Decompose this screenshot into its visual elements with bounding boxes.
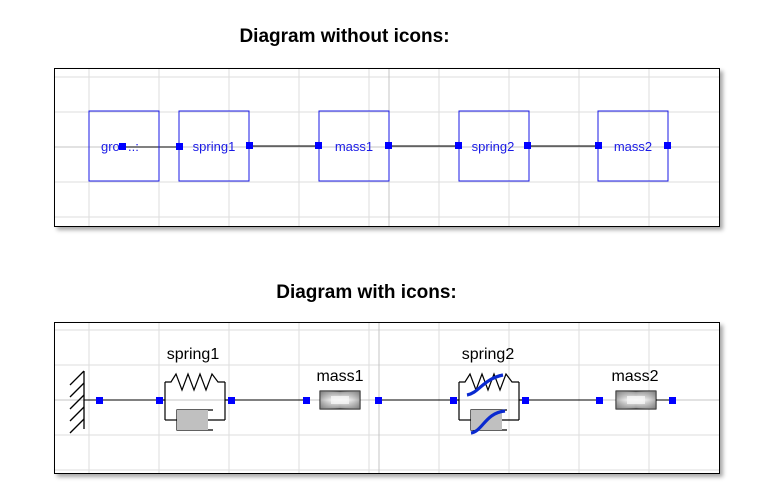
- spring1-port-a[interactable]: [176, 143, 183, 150]
- connector-ports: [96, 397, 676, 404]
- spring1-port-a[interactable]: [156, 397, 163, 404]
- grid: [55, 323, 719, 473]
- diagram-with-icons-canvas: spring1 mass1 spring2: [55, 323, 719, 473]
- spring1-damper-icon[interactable]: [159, 372, 231, 431]
- ground-label: gro: [101, 139, 120, 154]
- spring2-block[interactable]: spring2: [458, 110, 530, 182]
- ground-port[interactable]: [96, 397, 103, 404]
- mass2-port-b[interactable]: [669, 397, 676, 404]
- diagram-without-icons-panel: gro ..: spring1 mass1 spring2 mass2: [54, 68, 720, 227]
- connections: [122, 145, 598, 148]
- ground-port[interactable]: [119, 143, 126, 150]
- mass2-block[interactable]: mass2: [597, 110, 669, 182]
- connector-ports: [119, 142, 671, 150]
- spring2-label: spring2: [472, 139, 515, 154]
- spring2-port-b[interactable]: [522, 397, 529, 404]
- spring2-damper-icon[interactable]: [453, 372, 525, 435]
- spring1-label: spring1: [193, 139, 236, 154]
- mass2-port-a[interactable]: [596, 397, 603, 404]
- mass1-block[interactable]: mass1: [318, 110, 390, 182]
- spring1-icon-label: spring1: [167, 346, 220, 363]
- mass1-icon-label: mass1: [316, 368, 363, 385]
- top-diagram-title: Diagram without icons:: [239, 26, 450, 47]
- spring2-port-b[interactable]: [524, 142, 531, 149]
- ground-icon[interactable]: [69, 370, 99, 434]
- spring2-icon-label: spring2: [462, 346, 515, 363]
- mass2-port-a[interactable]: [595, 142, 602, 149]
- mass1-port-a[interactable]: [315, 142, 322, 149]
- diagram-with-icons-panel: spring1 mass1 spring2: [54, 322, 720, 474]
- mass2-icon-label: mass2: [611, 368, 658, 385]
- svg-text:..:: ..:: [128, 139, 139, 154]
- mass1-label: mass1: [335, 139, 373, 154]
- mass1-port-a[interactable]: [303, 397, 310, 404]
- spring2-port-a[interactable]: [455, 142, 462, 149]
- bottom-diagram-title: Diagram with icons:: [276, 282, 457, 303]
- ground-block[interactable]: gro ..:: [88, 110, 160, 182]
- spring2-port-a[interactable]: [450, 397, 457, 404]
- spring1-port-b[interactable]: [228, 397, 235, 404]
- diagram-without-icons-canvas: gro ..: spring1 mass1 spring2 mass2: [55, 69, 719, 226]
- spring1-port-b[interactable]: [246, 142, 253, 149]
- mass2-icon[interactable]: [615, 390, 657, 410]
- mass2-label: mass2: [614, 139, 652, 154]
- mass1-port-b[interactable]: [385, 142, 392, 149]
- mass1-icon[interactable]: [319, 390, 361, 410]
- mass1-port-b[interactable]: [375, 397, 382, 404]
- mass2-port-b[interactable]: [664, 142, 671, 149]
- spring1-block[interactable]: spring1: [178, 110, 250, 182]
